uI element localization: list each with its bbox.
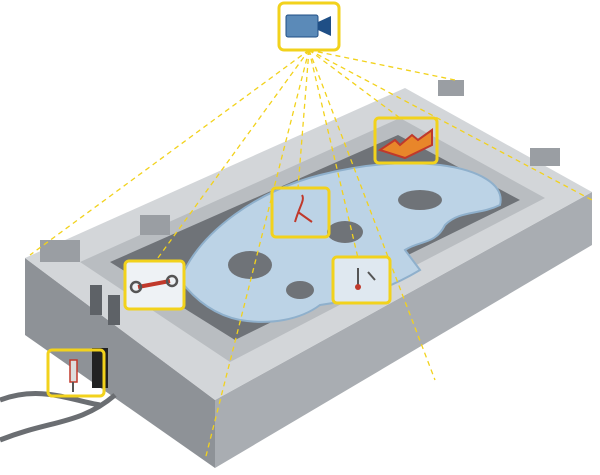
block-left-face — [25, 258, 215, 468]
block-bump — [530, 148, 560, 166]
heating-pattern-icon — [377, 128, 433, 160]
tool-sensor-icon — [294, 194, 313, 223]
cable — [0, 393, 117, 443]
block-bump — [438, 80, 464, 96]
camera-callout — [277, 1, 341, 52]
part-hole — [327, 221, 363, 243]
block-window — [90, 285, 102, 315]
camera-icon — [285, 14, 331, 38]
heating-callout — [373, 116, 439, 165]
tool-sensor-callout — [270, 186, 331, 239]
block-front-face — [215, 192, 592, 468]
block-window — [108, 295, 120, 325]
camera-sight-lines — [29, 49, 593, 461]
connector-port — [92, 348, 108, 388]
part-hole — [398, 190, 442, 210]
wrench-callout — [123, 259, 186, 311]
block-bump — [40, 240, 80, 262]
pin-sensor-callout — [331, 255, 392, 305]
connector-plug-icon — [69, 359, 78, 392]
wrench-icon — [129, 274, 179, 294]
part-hole — [228, 251, 272, 279]
block-bump — [140, 215, 170, 235]
pin-sensor-icon — [355, 268, 376, 290]
connector-callout — [46, 348, 106, 398]
part-hole — [286, 281, 314, 299]
